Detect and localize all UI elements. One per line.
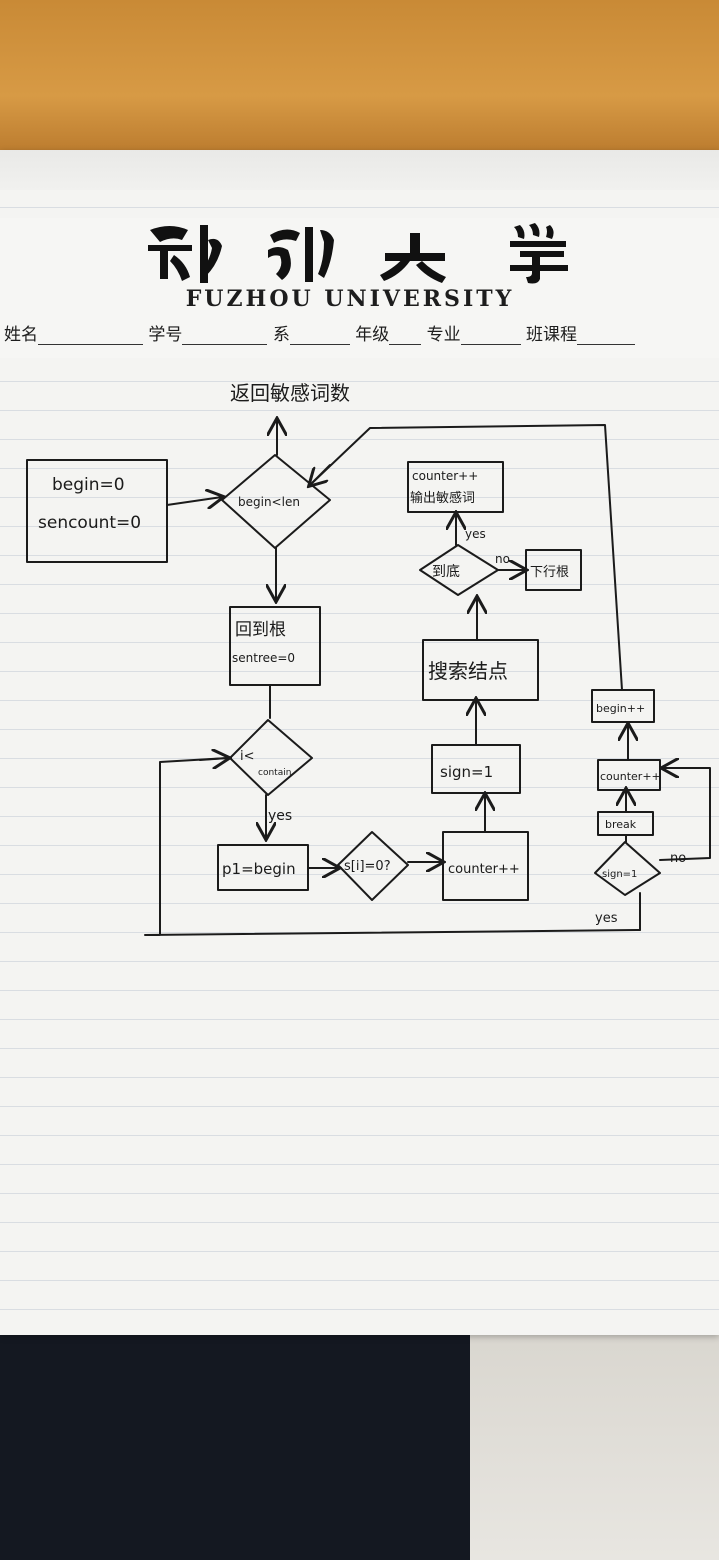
grade-label: 年级 (355, 325, 390, 345)
student-id-blank (182, 326, 268, 345)
major-label: 专业 (426, 325, 461, 345)
init-line2: sencount=0 (38, 513, 141, 533)
no-label-sign: no (670, 851, 686, 866)
major-blank (460, 326, 521, 345)
grade-blank (389, 326, 422, 345)
arrow-init-to-loop (166, 497, 222, 505)
line-loop-back (144, 757, 641, 936)
name-label: 姓名 (4, 325, 38, 345)
next-line-text: 下行根 (530, 565, 569, 580)
root-line2: sentree=0 (232, 651, 295, 665)
arrow-loop-back (199, 758, 228, 760)
root-box (229, 606, 321, 686)
student-info-fields: 姓名 学号 系 年级 专业 班课程 (4, 320, 704, 345)
found-line1: counter++ (412, 469, 478, 483)
line-back-to-loop (309, 424, 623, 691)
sign-decision (594, 841, 661, 896)
end-cond-text: 到底 (432, 564, 460, 580)
yes-label-inner: yes (268, 808, 292, 824)
torn-edge (0, 150, 719, 190)
department-label: 系 (272, 325, 290, 345)
inner-cond-line2: contain (258, 768, 291, 778)
yes-label-sign: yes (595, 911, 618, 926)
no-label-end: no (495, 552, 510, 566)
class-course-blank (577, 326, 636, 345)
title-text: 返回敏感词数 (230, 381, 350, 405)
counter-right-text: counter++ (600, 770, 661, 783)
s-cond-text: s[i]=0? (344, 859, 391, 874)
found-box (407, 461, 504, 513)
paper-header (0, 218, 719, 358)
floor (470, 1330, 719, 1560)
arrow-back-to-loop (310, 464, 331, 485)
init-line1: begin=0 (52, 475, 125, 495)
name-blank (38, 326, 143, 345)
end-decision (419, 544, 499, 596)
loop-cond-text: begin<len (238, 495, 300, 509)
p1-text: p1=begin (222, 860, 296, 878)
root-line1: 回到根 (235, 620, 286, 640)
search-text: 搜索结点 (428, 659, 508, 683)
university-logo (148, 223, 568, 284)
sign1-text: sign=1 (440, 763, 493, 781)
found-line2: 输出敏感词 (410, 490, 475, 506)
init-box (26, 459, 168, 563)
sign-cond-text: sign=1 (602, 869, 637, 880)
break-text: break (605, 818, 637, 831)
begin-inc-text: begin++ (596, 702, 645, 715)
department-blank (289, 326, 350, 345)
inner-cond-line1: i< (240, 749, 255, 764)
student-id-label: 学号 (148, 325, 183, 345)
dark-cloth (0, 1330, 470, 1560)
inner-decision (229, 719, 313, 796)
class-course-label: 班课程 (526, 325, 578, 345)
search-box (422, 639, 539, 701)
yes-label-end: yes (465, 527, 486, 541)
line-no-loop (659, 767, 711, 861)
table-surface-top (0, 0, 719, 160)
next-line-box (525, 549, 582, 591)
s-decision (337, 831, 409, 901)
counter-inc-text: counter++ (448, 862, 520, 877)
university-name: FUZHOU UNIVERSITY (185, 286, 515, 312)
